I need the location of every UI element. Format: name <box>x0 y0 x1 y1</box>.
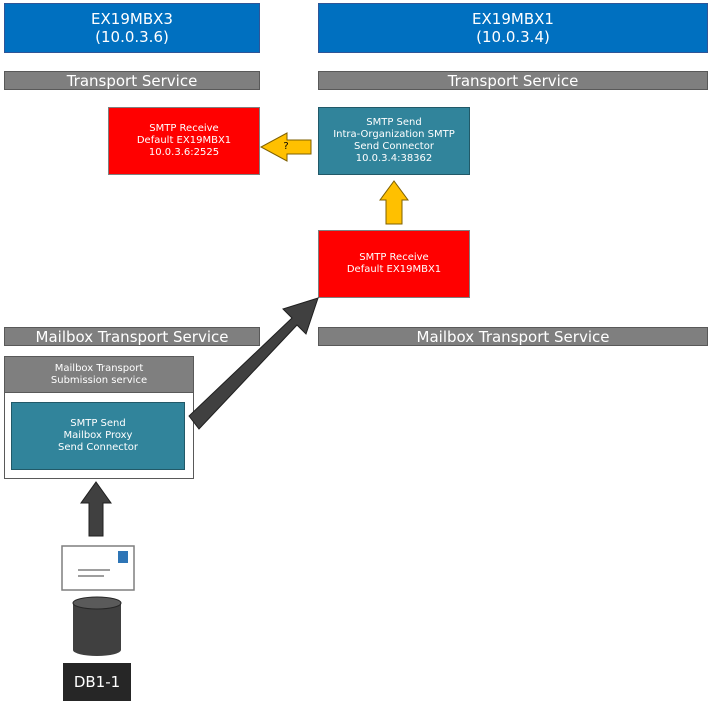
smtp-send-mailbox-proxy-line1: SMTP Send <box>70 418 126 429</box>
smtp-send-intra-org-line4: 10.0.3.4:38362 <box>355 153 433 164</box>
server-ex19mbx1-name: EX19MBX1 <box>472 10 554 28</box>
smtp-send-intra-org-line2: Intra-Organization SMTP <box>333 129 455 140</box>
smtp-receive-ex19mbx1-line2: Default EX19MBX1 <box>346 264 442 275</box>
yellow-arrow-left <box>259 132 312 162</box>
smtp-send-mailbox-proxy-line2: Mailbox Proxy <box>63 430 133 441</box>
smtp-receive-ex19mbx3-box: SMTP Receive Default EX19MBX1 10.0.3.6:2… <box>108 107 260 175</box>
yellow-arrow-up <box>379 180 409 225</box>
server-ex19mbx3-name: EX19MBX3 <box>91 10 173 28</box>
smtp-receive-ex19mbx3-line3: 10.0.3.6:2525 <box>148 147 220 158</box>
database-label: DB1-1 <box>63 663 131 701</box>
dark-arrow-up <box>80 481 112 537</box>
envelope-icon <box>61 545 135 591</box>
smtp-receive-ex19mbx3-line1: SMTP Receive <box>149 123 219 134</box>
server-ex19mbx3-ip: (10.0.3.6) <box>95 28 169 46</box>
mailbox-transport-service-bar-ex19mbx1: Mailbox Transport Service <box>318 327 708 346</box>
smtp-receive-ex19mbx1-line1: SMTP Receive <box>359 252 429 263</box>
submission-service-line1: Mailbox Transport <box>54 362 144 374</box>
smtp-send-mailbox-proxy-box: SMTP Send Mailbox Proxy Send Connector <box>11 402 185 470</box>
question-arrow-label: ? <box>283 141 289 152</box>
transport-service-bar-ex19mbx3: Transport Service <box>4 71 260 90</box>
server-ex19mbx1: EX19MBX1 (10.0.3.4) <box>318 3 708 53</box>
mailbox-transport-service-bar-ex19mbx3: Mailbox Transport Service <box>4 327 260 346</box>
smtp-receive-ex19mbx1-box: SMTP Receive Default EX19MBX1 <box>318 230 470 298</box>
server-ex19mbx3: EX19MBX3 (10.0.3.6) <box>4 3 260 53</box>
submission-service-line2: Submission service <box>50 374 148 386</box>
smtp-send-intra-org-box: SMTP Send Intra-Organization SMTP Send C… <box>318 107 470 175</box>
database-icon <box>72 596 122 656</box>
dark-arrow-diagonal <box>188 297 319 430</box>
smtp-receive-ex19mbx3-line2: Default EX19MBX1 <box>136 135 232 146</box>
transport-service-bar-ex19mbx1: Transport Service <box>318 71 708 90</box>
smtp-send-mailbox-proxy-line3: Send Connector <box>58 442 138 453</box>
smtp-send-intra-org-line1: SMTP Send <box>366 117 422 128</box>
smtp-send-intra-org-line3: Send Connector <box>354 141 434 152</box>
submission-service-header: Mailbox Transport Submission service <box>4 356 194 393</box>
server-ex19mbx1-ip: (10.0.3.4) <box>476 28 550 46</box>
